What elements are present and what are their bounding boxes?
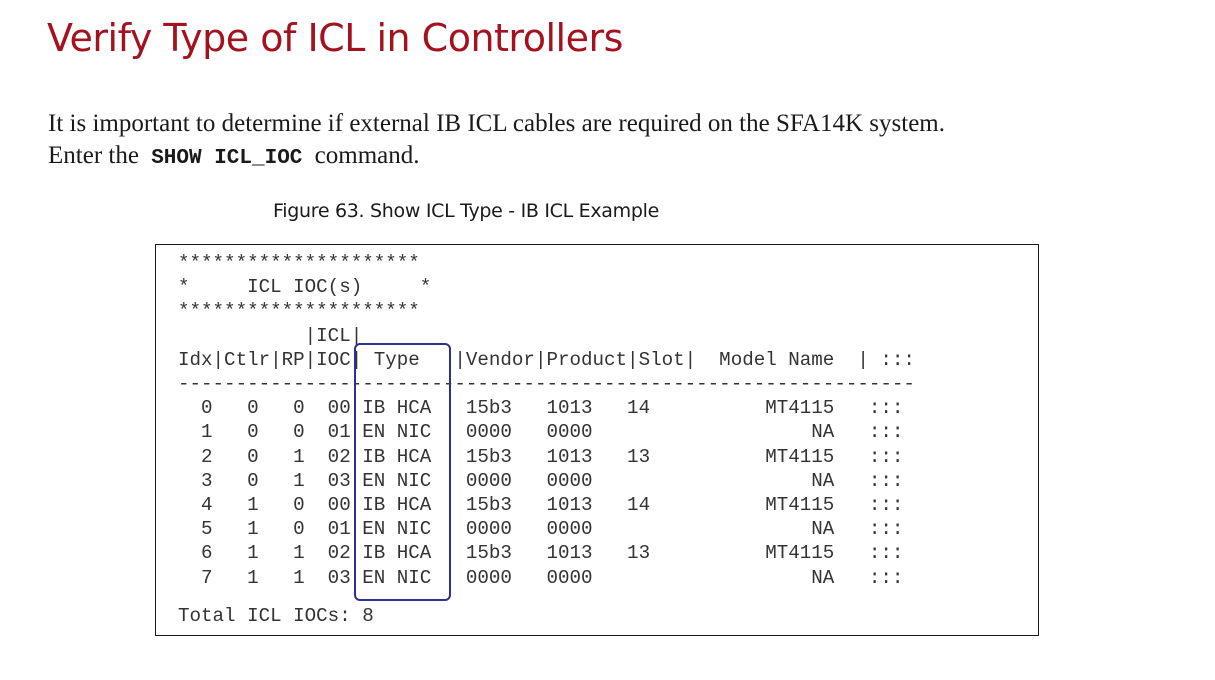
table-separator: ----------------------------------------…: [178, 373, 915, 396]
total-icl-iocs: Total ICL IOCs: 8: [178, 605, 374, 627]
table-row: 5 1 0 01 EN NIC 0000 0000 NA :::: [178, 518, 904, 541]
console-output-box: ********************** ICL IOC(s) ******…: [155, 244, 1039, 636]
table-row: 6 1 1 02 IB HCA 15b3 1013 13 MT4115 :::: [178, 542, 904, 565]
page-title: Verify Type of ICL in Controllers: [47, 16, 623, 60]
intro-line-2-suffix: command.: [314, 142, 420, 169]
table-row: 1 0 0 01 EN NIC 0000 0000 NA :::: [178, 421, 904, 444]
table-row: 4 1 0 00 IB HCA 15b3 1013 14 MT4115 :::: [178, 494, 904, 517]
intro-line-2: Enter the SHOW ICL_IOC command.: [48, 140, 945, 175]
banner-line: * ICL IOC(s) *: [178, 276, 432, 299]
intro-paragraph: It is important to determine if external…: [48, 108, 945, 175]
banner-line: *********************: [178, 300, 420, 323]
table-row: 7 1 1 03 EN NIC 0000 0000 NA :::: [178, 566, 904, 589]
command-text: SHOW ICL_IOC: [151, 147, 303, 170]
banner-line: *********************: [178, 252, 420, 274]
intro-line-1: It is important to determine if external…: [48, 110, 945, 137]
table-row: 0 0 0 00 IB HCA 15b3 1013 14 MT4115 :::: [178, 397, 904, 420]
table-row: 3 0 1 03 EN NIC 0000 0000 NA :::: [178, 469, 904, 492]
table-header-top: |ICL|: [178, 324, 363, 347]
intro-line-2-prefix: Enter the: [48, 142, 139, 169]
table-header: Idx|Ctlr|RP|IOC| Type |Vendor|Product|Sl…: [178, 348, 915, 371]
figure-caption: Figure 63. Show ICL Type - IB ICL Exampl…: [273, 200, 659, 222]
table-row: 2 0 1 02 IB HCA 15b3 1013 13 MT4115 :::: [178, 445, 904, 468]
console-output: ********************** ICL IOC(s) ******…: [178, 251, 915, 590]
